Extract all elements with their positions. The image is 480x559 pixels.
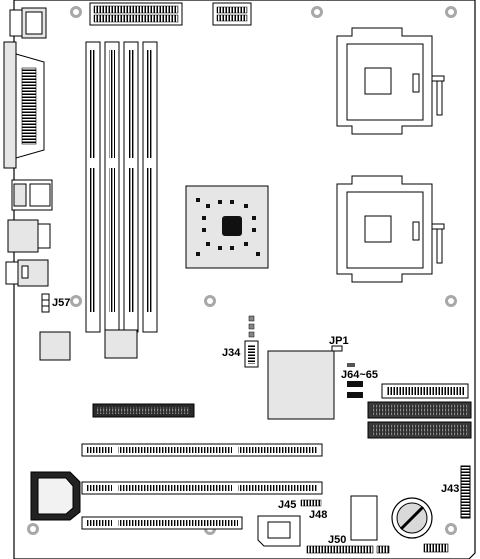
j43-header xyxy=(460,465,471,519)
dimm-slot xyxy=(142,41,158,333)
j57-jumper xyxy=(41,293,50,313)
ide-connector-1 xyxy=(367,401,472,419)
cpu-socket-1 xyxy=(336,27,445,135)
cpu-socket-2 xyxy=(336,175,445,283)
label-jp1: JP1 xyxy=(329,335,349,347)
aux-power-connector xyxy=(212,2,252,26)
usb-ports xyxy=(11,179,53,211)
mounting-hole xyxy=(70,6,82,18)
label-j43: J43 xyxy=(441,483,459,495)
atx-power-connector xyxy=(89,2,183,26)
label-j48: J48 xyxy=(309,509,327,521)
pci-slot-1 xyxy=(81,443,323,457)
mounting-hole xyxy=(445,6,457,18)
mounting-hole xyxy=(27,523,39,535)
parallel-port xyxy=(3,41,45,169)
bios-chip xyxy=(257,515,301,547)
dark-expansion-slot xyxy=(92,403,195,418)
mounting-hole xyxy=(70,295,82,307)
jp1-jumper xyxy=(331,345,343,352)
j45-header xyxy=(300,499,322,507)
bios-controller-chip xyxy=(30,471,81,521)
ide-connector-2 xyxy=(367,421,472,439)
j34-header xyxy=(244,315,259,368)
label-j34: J34 xyxy=(222,347,241,359)
south-bridge-chip xyxy=(267,350,335,420)
mounting-hole xyxy=(445,295,457,307)
j64-65-headers xyxy=(347,363,363,398)
label-j64-65: J64~65 xyxy=(341,369,378,381)
dimm-slot xyxy=(85,41,101,333)
voltage-regulator xyxy=(350,495,378,541)
mounting-hole xyxy=(204,295,216,307)
mounting-hole xyxy=(311,6,323,18)
north-bridge-chip xyxy=(185,185,269,269)
dimm-slot xyxy=(123,41,139,333)
label-j57: J57 xyxy=(52,297,70,309)
mounting-holes xyxy=(27,6,457,535)
cmos-battery xyxy=(391,497,433,539)
label-j45: J45 xyxy=(278,499,296,511)
pci-slot-2 xyxy=(81,481,323,495)
lan-port xyxy=(7,219,51,253)
ps2-connector xyxy=(9,7,47,39)
chip-left xyxy=(39,331,71,361)
floppy-connector xyxy=(381,383,469,399)
vga-port xyxy=(5,259,49,287)
mounting-hole xyxy=(445,523,457,535)
dimm-slot xyxy=(104,41,120,333)
front-panel-header xyxy=(423,543,449,553)
j50-header xyxy=(306,545,390,554)
chip-center xyxy=(104,329,138,359)
dimm-slots xyxy=(85,41,158,333)
pci-slot-3 xyxy=(81,516,243,530)
label-j50: J50 xyxy=(328,534,346,546)
